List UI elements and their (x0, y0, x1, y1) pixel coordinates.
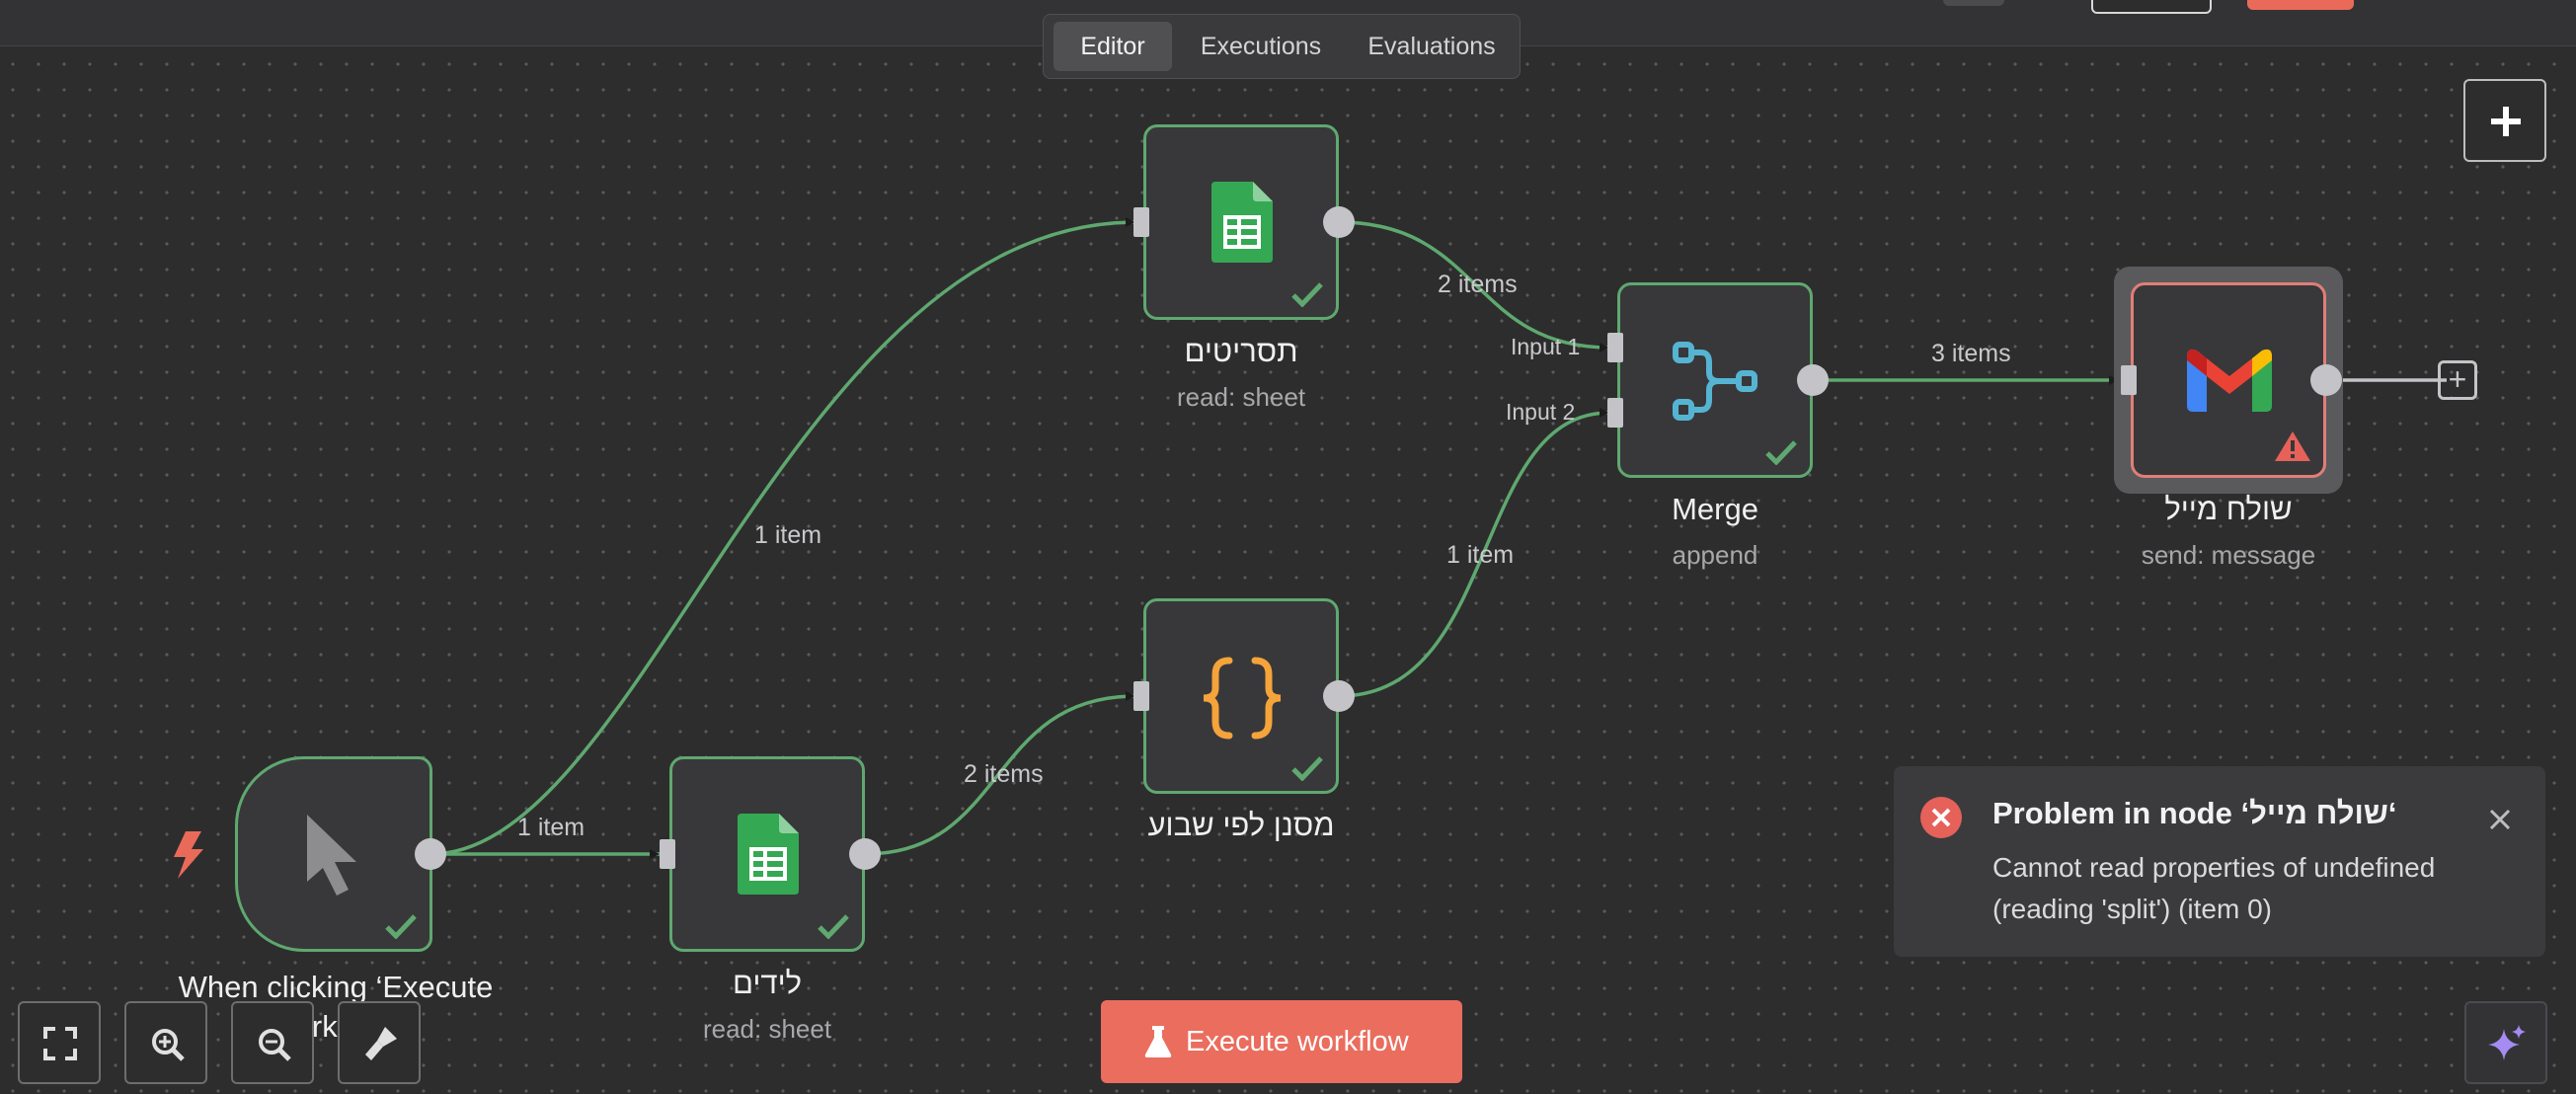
success-check-icon (818, 914, 849, 939)
google-sheets-icon (738, 814, 799, 895)
success-check-icon (1291, 282, 1323, 307)
tab-evaluations[interactable]: Evaluations (1367, 33, 1496, 60)
scripts-input-handle[interactable] (1133, 207, 1149, 237)
merge-node-subtitle: append (1672, 540, 1758, 570)
filter-node-title: מסנן לפי שבוע (1147, 808, 1335, 842)
leads-sheet-node[interactable] (669, 756, 865, 952)
leads-output-handle[interactable] (849, 838, 881, 870)
success-check-icon (1291, 756, 1323, 781)
filter-output-handle[interactable] (1323, 680, 1355, 712)
error-circle-icon (1920, 797, 1962, 838)
sparkle-icon (2488, 1025, 2526, 1060)
gmail-icon (2187, 349, 2272, 412)
merge-icon (1673, 342, 1757, 421)
execute-workflow-button[interactable]: Execute workflow (1101, 1000, 1462, 1083)
ai-assistant-button[interactable] (2464, 1001, 2547, 1084)
fit-view-button[interactable] (18, 1001, 101, 1084)
trigger-output-handle[interactable] (415, 838, 446, 870)
merge-node[interactable] (1617, 282, 1813, 478)
leads-input-handle[interactable] (660, 839, 675, 869)
edge-scripts-merge (1338, 220, 1610, 350)
gmail-node-subtitle: send: message (2141, 540, 2316, 570)
edge-filter-merge (1338, 411, 1610, 698)
zoom-in-button[interactable] (124, 1001, 207, 1084)
top-bar-primary-button[interactable] (2247, 0, 2354, 10)
tab-executions[interactable]: Executions (1200, 33, 1322, 60)
leads-node-title: לידים (732, 966, 803, 1000)
zoom-out-icon (259, 1029, 291, 1061)
edge-label: 3 items (1931, 340, 2011, 367)
code-braces-icon (1203, 657, 1282, 740)
lightning-icon (174, 831, 203, 879)
filter-input-handle[interactable] (1133, 681, 1149, 711)
edge-leads-filter (864, 694, 1136, 856)
edge-label: 1 item (517, 814, 585, 841)
scripts-sheet-node[interactable] (1143, 124, 1339, 320)
success-check-icon (1765, 440, 1797, 465)
filter-code-node[interactable] (1143, 598, 1339, 794)
top-bar-pill[interactable] (1943, 0, 2004, 6)
google-sheets-icon (1211, 182, 1273, 263)
top-bar-outline-button[interactable] (2091, 0, 2212, 14)
scripts-output-handle[interactable] (1323, 206, 1355, 238)
tab-editor[interactable]: Editor (1054, 22, 1172, 71)
edge-trigger-scripts (429, 220, 1136, 856)
view-tabs: Editor Executions Evaluations (1043, 14, 1521, 79)
edge-label: 1 item (754, 521, 822, 549)
close-icon[interactable] (2488, 808, 2512, 831)
edge-label: 1 item (1446, 541, 1515, 569)
zoom-in-icon (152, 1029, 185, 1061)
zoom-out-button[interactable] (231, 1001, 314, 1084)
merge-input1-label: Input 1 (1511, 334, 1581, 359)
add-node-button[interactable] (2463, 79, 2546, 162)
merge-output-handle[interactable] (1797, 364, 1829, 396)
toast-title: Problem in node ‘שולח מייל‘ (1992, 796, 2397, 830)
cursor-icon (307, 815, 356, 896)
add-node-plus-icon[interactable]: + (2438, 360, 2477, 400)
merge-input2-label: Input 2 (1506, 399, 1576, 425)
brush-icon (365, 1027, 397, 1060)
scripts-node-subtitle: read: sheet (1176, 382, 1306, 412)
edge-label: 2 items (1438, 271, 1518, 298)
edge-label: 2 items (964, 760, 1044, 788)
gmail-node-title: שולח מייל (2164, 492, 2293, 526)
gmail-output-handle[interactable] (2310, 364, 2342, 396)
gmail-input-handle[interactable] (2121, 365, 2137, 395)
plus-icon (2491, 107, 2521, 136)
error-toast: Problem in node ‘שולח מייל‘ Cannot read … (1894, 766, 2545, 957)
gmail-node[interactable] (2131, 282, 2326, 478)
tidy-up-button[interactable] (338, 1001, 421, 1084)
success-check-icon (385, 914, 417, 939)
merge-input2-handle[interactable] (1607, 398, 1623, 428)
leads-node-subtitle: read: sheet (702, 1014, 832, 1044)
merge-node-title: Merge (1672, 492, 1758, 526)
trigger-node[interactable] (235, 756, 432, 952)
warning-icon (2275, 431, 2310, 461)
flask-icon (1144, 1026, 1172, 1057)
scripts-node-title: תסריטים (1184, 334, 1298, 368)
fullscreen-icon (43, 1027, 77, 1060)
toast-message: Cannot read properties of undefined (rea… (1992, 852, 2436, 924)
execute-workflow-label: Execute workflow (1186, 1026, 1409, 1057)
merge-input1-handle[interactable] (1607, 333, 1623, 362)
